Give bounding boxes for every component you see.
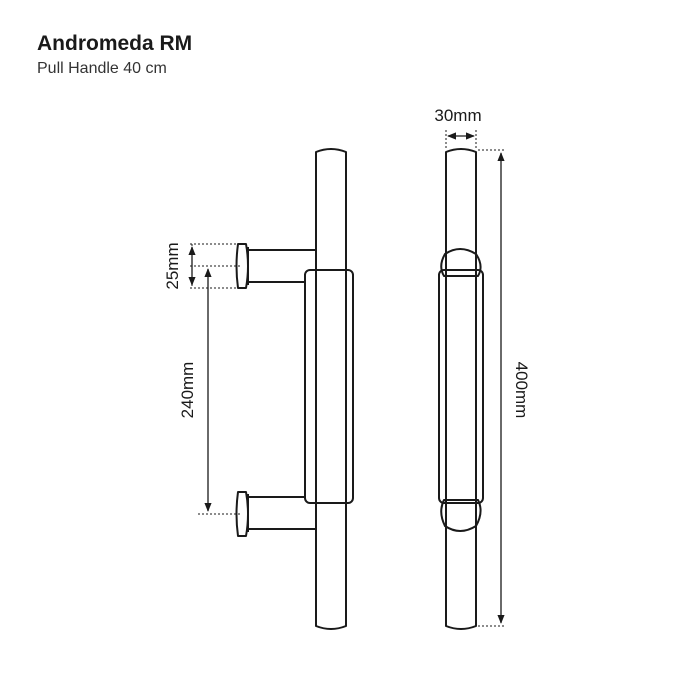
dimension-25mm-label: 25mm xyxy=(163,242,182,289)
front-view: 30mm 400mm xyxy=(434,106,531,630)
upper-rosette xyxy=(440,248,482,277)
dimension-400mm-label: 400mm xyxy=(512,362,531,419)
front-extension-lines xyxy=(445,130,505,627)
lower-standoff xyxy=(235,491,316,537)
dimension-30mm-label: 30mm xyxy=(434,106,481,125)
side-grip-sleeve xyxy=(304,269,354,504)
side-extension-lines xyxy=(190,243,240,515)
front-bar-body xyxy=(445,148,477,630)
front-grip-sleeve xyxy=(438,269,484,504)
dimension-240mm-label: 240mm xyxy=(178,362,197,419)
side-view: 25mm 240mm xyxy=(163,148,354,630)
lower-rosette xyxy=(440,499,482,532)
side-bar-body xyxy=(315,148,347,630)
upper-standoff xyxy=(235,243,316,289)
product-title: Andromeda RM xyxy=(37,32,193,55)
product-subtitle: Pull Handle 40 cm xyxy=(37,60,167,77)
